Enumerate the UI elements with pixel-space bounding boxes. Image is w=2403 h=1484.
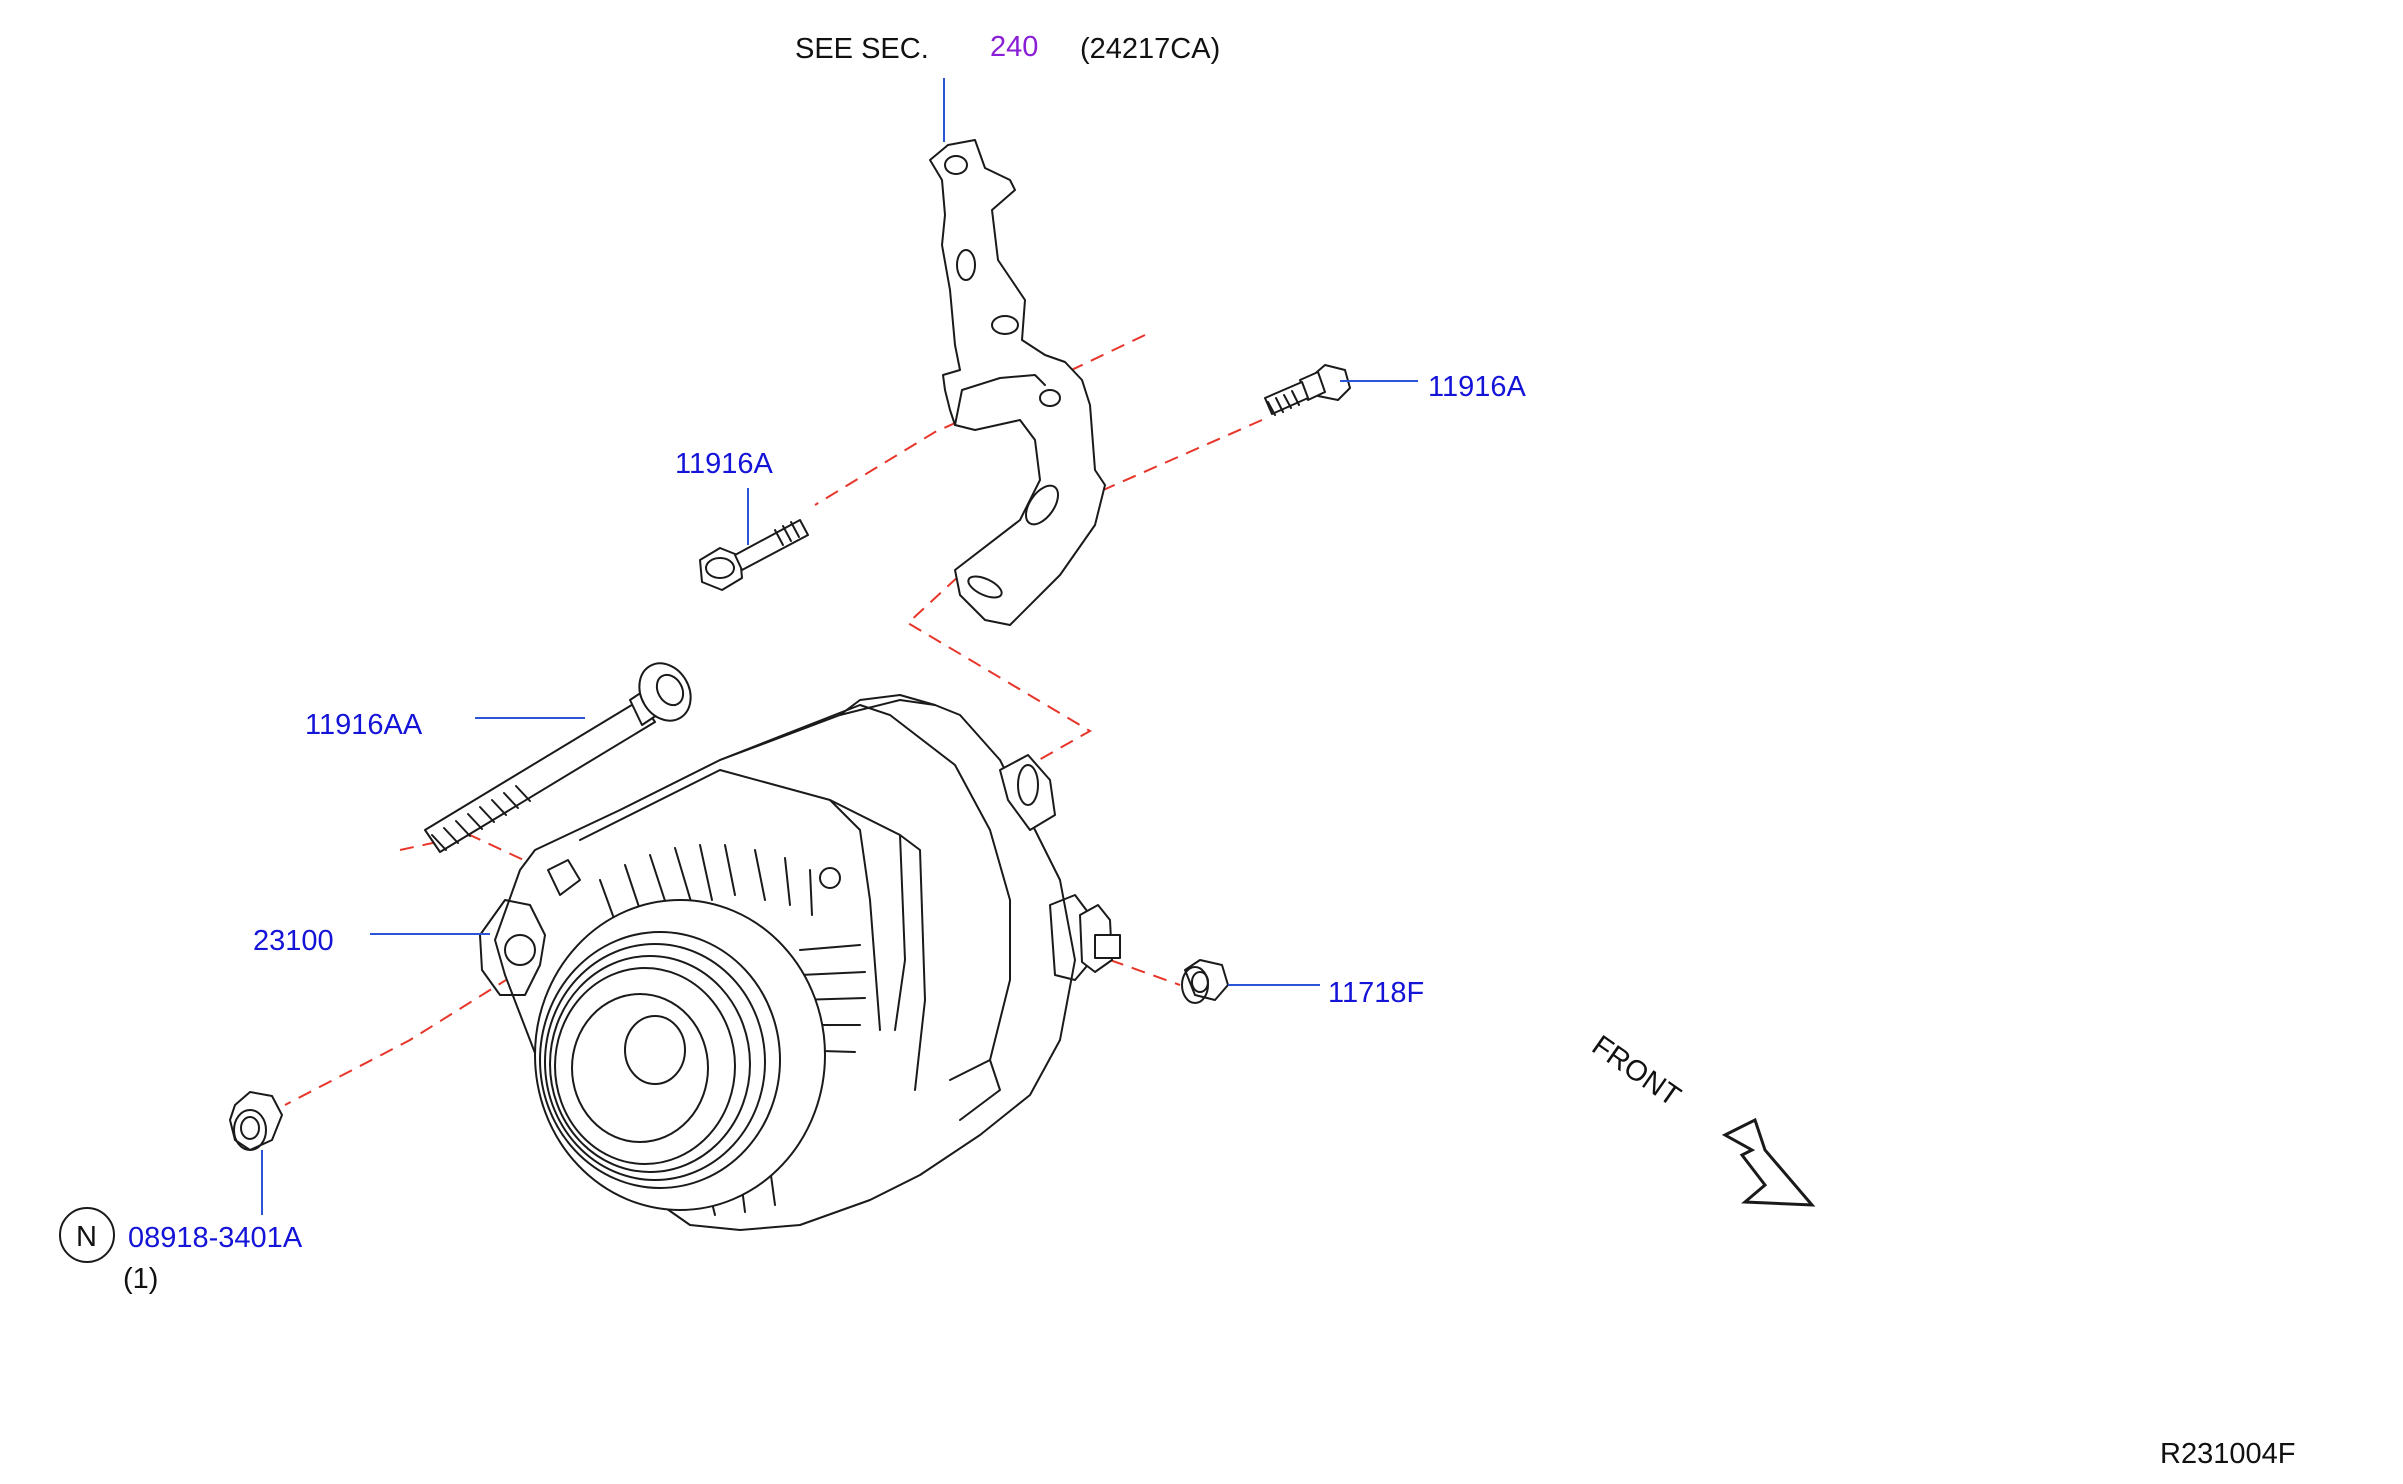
- bolt-upper-left-head: [699, 547, 743, 591]
- n-marker-circle: [59, 1207, 115, 1263]
- alternator-mounting-ear: [479, 899, 546, 996]
- alternator-upper-ear: [547, 859, 581, 896]
- bracket-slot-lower: [1025, 484, 1059, 526]
- see-section-prefix: SEE SEC.: [795, 33, 929, 65]
- alternator-rear-casing-edge: [719, 704, 1011, 1061]
- pulley-groove-3: [554, 967, 736, 1165]
- bracket-hole-right: [1039, 389, 1061, 407]
- bolt-upper-right[interactable]: [1264, 364, 1351, 416]
- bolt-upper-left-thread: [774, 521, 800, 546]
- long-bolt[interactable]: [424, 654, 701, 853]
- section-reference: (24217CA): [1080, 33, 1220, 65]
- mounting-bracket[interactable]: [929, 139, 1106, 626]
- alternator-stud: [1094, 934, 1121, 959]
- bracket-hole-top: [944, 155, 968, 175]
- bracket-body: [929, 139, 1106, 626]
- bracket-hole-bottom: [967, 575, 1003, 599]
- bracket-slot-upper: [956, 249, 976, 281]
- front-direction-arrow-icon: [1721, 1117, 1816, 1207]
- part-label-alternator[interactable]: 23100: [253, 925, 334, 957]
- long-bolt-head: [638, 662, 692, 722]
- bracket-fold-line: [954, 374, 1046, 426]
- long-bolt-thread: [431, 785, 531, 851]
- pulley-face: [571, 993, 709, 1143]
- alternator-ear-hole: [504, 934, 536, 966]
- long-bolt-head-face: [655, 673, 685, 707]
- nut-lower-flange: [233, 1109, 267, 1151]
- bolt-upper-left[interactable]: [699, 519, 809, 591]
- bolt-upper-left-flange: [705, 557, 735, 579]
- alternator-terminal-block: [999, 754, 1056, 831]
- bolt-upper-right-thread: [1267, 390, 1300, 416]
- part-label-long-bolt[interactable]: 11916AA: [305, 709, 423, 741]
- part-label-bolt-upper-right[interactable]: 11916A: [1428, 371, 1526, 403]
- alternator-fins-side: [789, 944, 866, 1053]
- part-label-stud-nut[interactable]: 11718F: [1328, 977, 1424, 1009]
- long-bolt-shank: [424, 699, 656, 853]
- alternator-rear-housing-line: [899, 834, 926, 1091]
- diagram-code: R231004F: [2160, 1438, 2295, 1470]
- alternator-front-bracket: [579, 769, 906, 1031]
- bracket-hole-mid: [991, 315, 1019, 335]
- alternator-rear-lug: [949, 1059, 1001, 1121]
- part-label-nut-lower[interactable]: 08918-3401A: [128, 1222, 303, 1254]
- part-label-bolt-upper-left[interactable]: 11916A: [675, 448, 773, 480]
- alternator-pulley[interactable]: [534, 899, 826, 1211]
- n-marker-letter: N: [76, 1221, 97, 1253]
- nut-lower-bore: [240, 1116, 260, 1140]
- nut-lower-quantity: (1): [123, 1263, 158, 1295]
- pulley-groove-2: [549, 955, 751, 1173]
- nut-lower[interactable]: [229, 1091, 283, 1151]
- section-number-link[interactable]: 240: [990, 31, 1038, 63]
- alternator-fins-top: [599, 844, 813, 936]
- pulley-hub: [624, 1015, 686, 1085]
- alternator-bracket-hole: [819, 867, 841, 889]
- dash-line-bracket-to-alternator: [879, 419, 1263, 851]
- alternator-terminal-post: [1017, 764, 1039, 806]
- dash-line-lower-nut: [284, 964, 531, 1106]
- front-direction-label: FRONT: [1586, 1030, 1686, 1114]
- stud-nut[interactable]: [1181, 959, 1229, 1004]
- stud-nut-bore: [1191, 971, 1209, 993]
- dash-line-stud-nut: [1109, 959, 1181, 986]
- pulley-groove-1: [544, 943, 766, 1181]
- alternator-top-ridge: [839, 694, 936, 716]
- alternator-bracket-edge: [829, 799, 881, 1031]
- bolt-upper-left-shank: [734, 519, 809, 571]
